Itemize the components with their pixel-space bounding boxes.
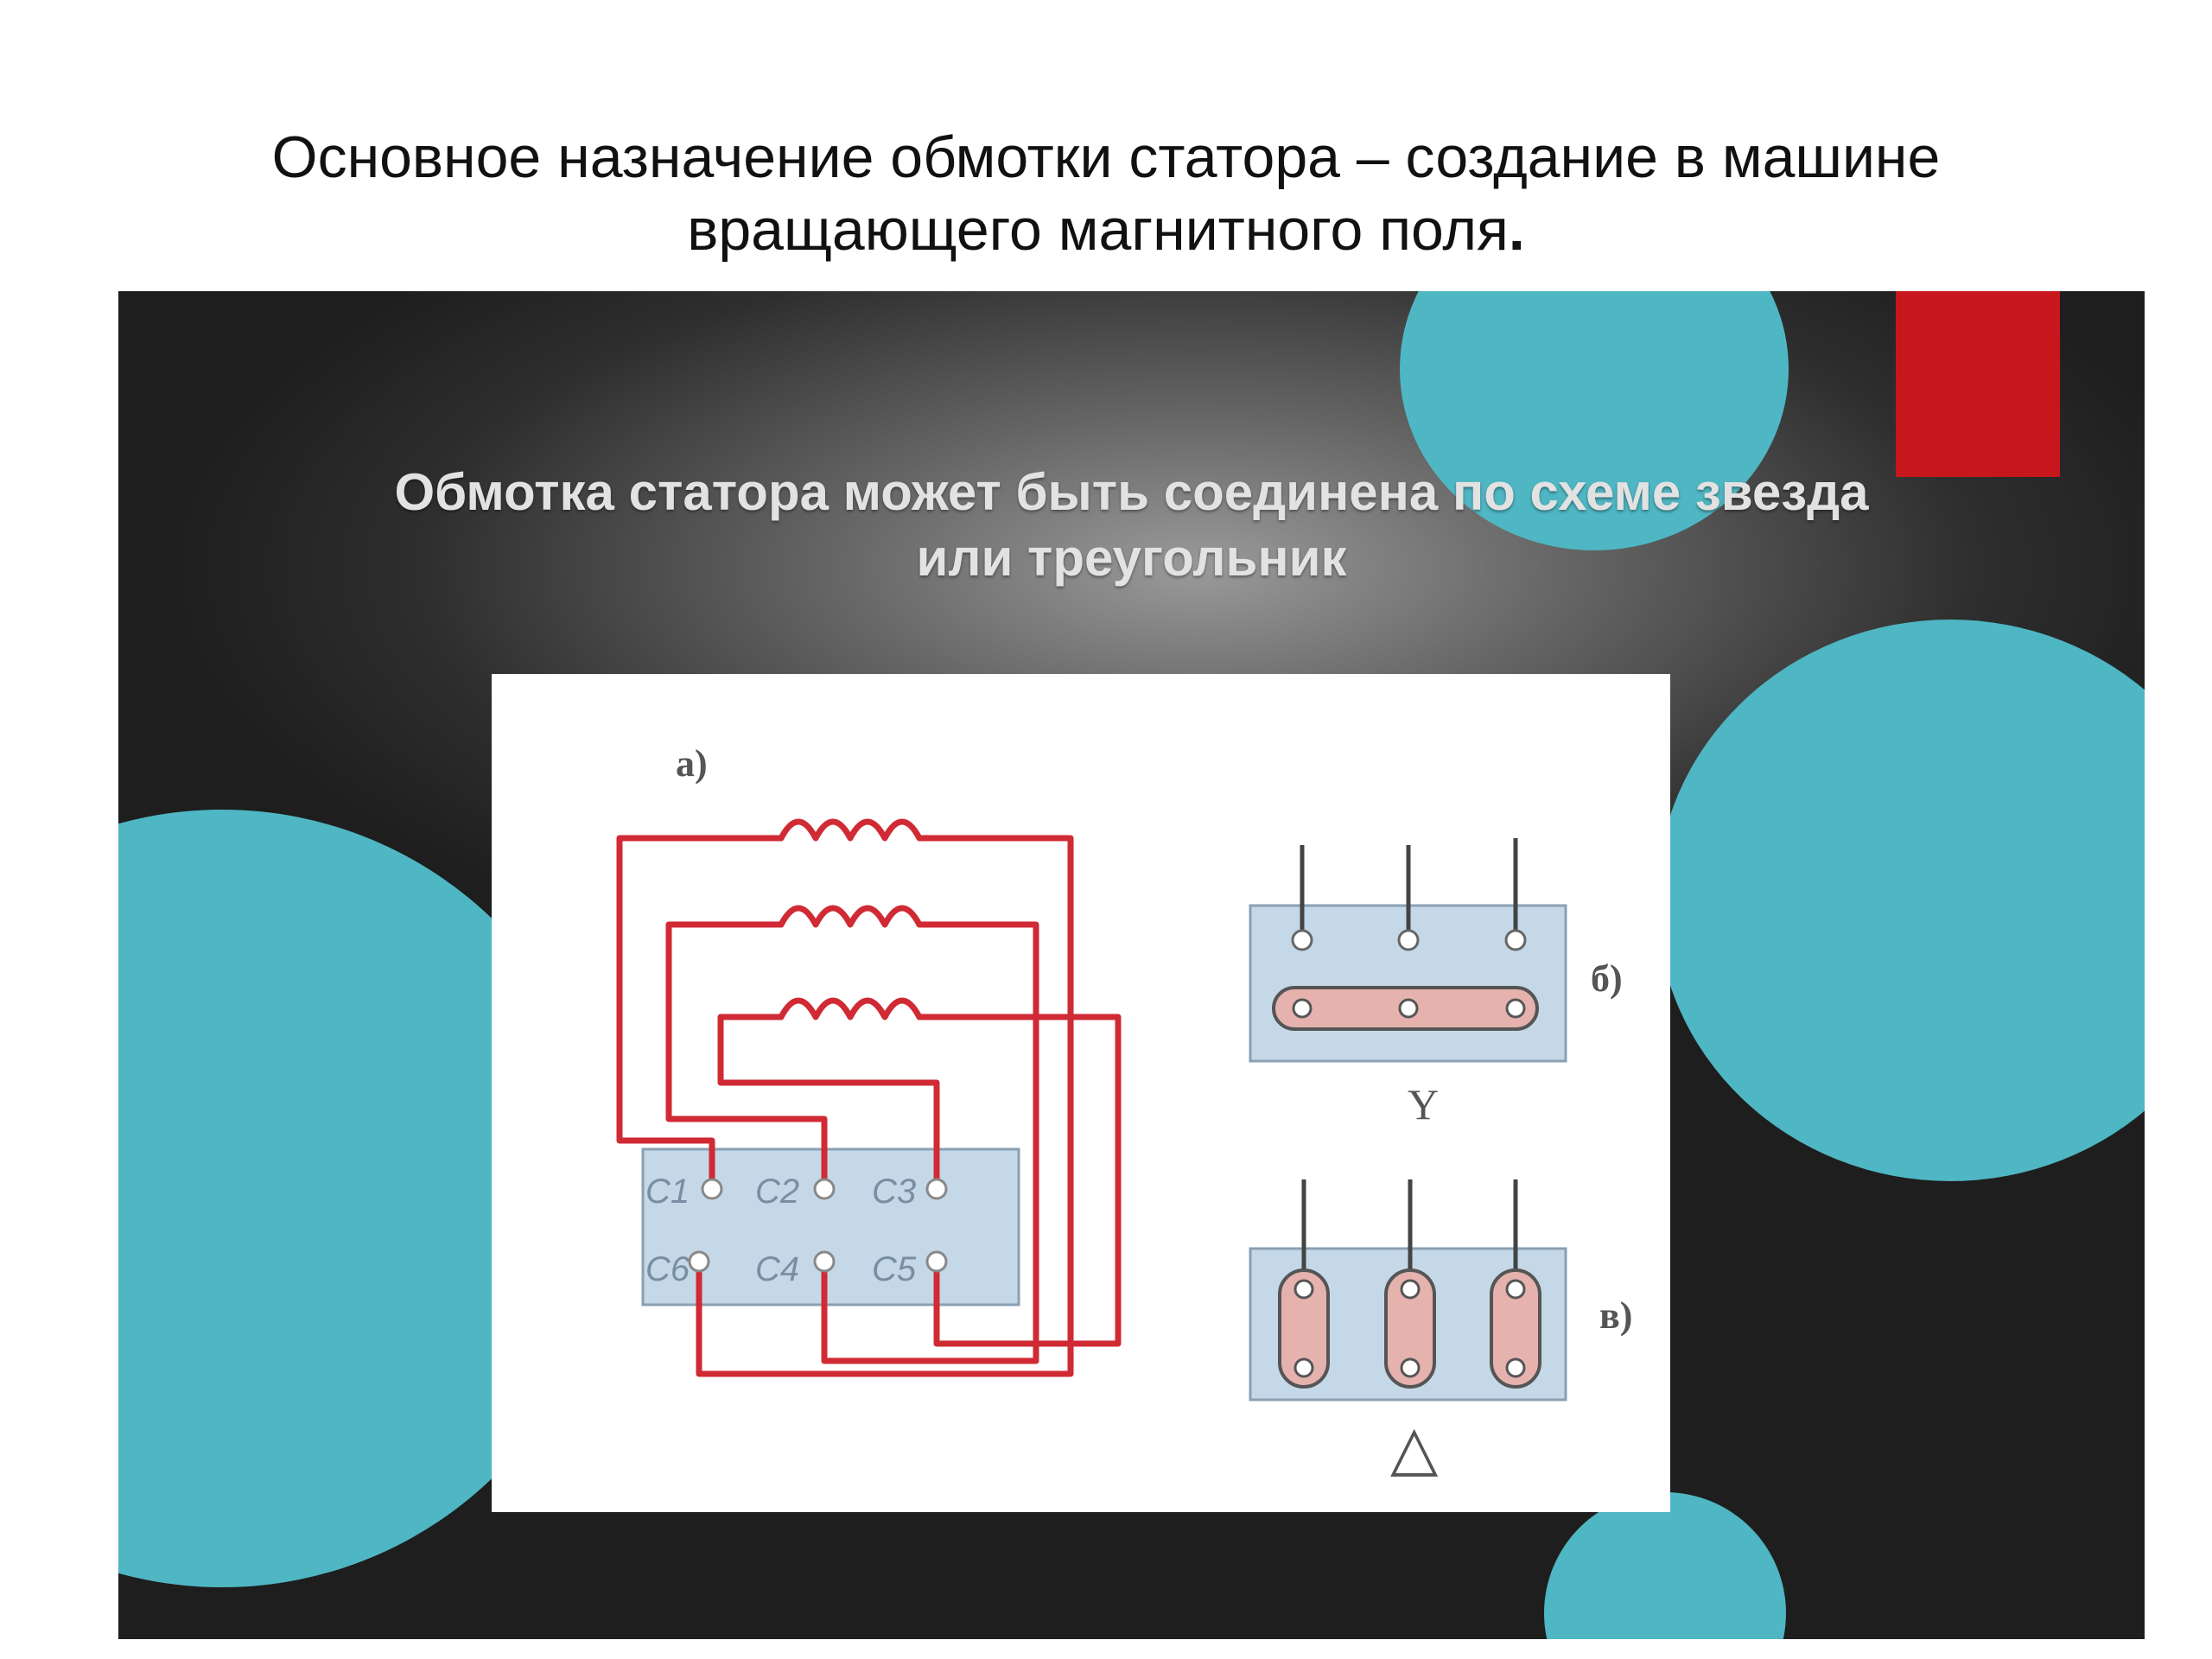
terminal-label-c2: С2 — [755, 1173, 799, 1211]
label-a: а) — [676, 742, 708, 785]
stator-windings — [616, 818, 1122, 1377]
slide-heading-line-1: Обмотка статора может быть соединена по … — [394, 463, 1869, 521]
slide-heading-line-2: или треугольник — [916, 529, 1347, 587]
star-connection-board — [1249, 838, 1567, 1063]
label-b: б) — [1591, 957, 1623, 1000]
terminal-label-c1: С1 — [645, 1173, 690, 1211]
embedded-slide: Обмотка статора может быть соединена по … — [118, 291, 2145, 1639]
delta-symbol: △ — [1390, 1414, 1439, 1483]
label-v: в) — [1599, 1294, 1632, 1337]
terminal-label-c5: С5 — [872, 1250, 917, 1288]
page-title-mark: . — [1508, 197, 1525, 263]
terminals-a — [688, 1178, 948, 1273]
page-title-line-2-text: вращающего магнитного поля — [687, 197, 1509, 263]
slide-heading: Обмотка статора может быть соединена по … — [118, 460, 2145, 591]
red-accent-bar — [1896, 291, 2060, 477]
page-title-line-2: вращающего магнитного поля. — [0, 194, 2212, 266]
delta-connection-board — [1249, 1179, 1567, 1402]
page-title: Основное назначение обмотки статора – со… — [0, 121, 2212, 266]
teal-circle-right — [1656, 620, 2145, 1181]
wiring-diagram-panel: а) б) в) Y △ С1 С2 С3 С6 С4 С5 — [492, 674, 1670, 1512]
wiring-diagram: а) б) в) Y △ С1 С2 С3 С6 С4 С5 — [616, 742, 1632, 1483]
terminal-label-c4: С4 — [755, 1250, 799, 1288]
star-symbol: Y — [1408, 1080, 1439, 1128]
page-title-line-1: Основное назначение обмотки статора – со… — [271, 124, 1941, 190]
teal-circle-bottom — [1544, 1492, 1786, 1639]
terminal-label-c6: С6 — [645, 1250, 690, 1288]
terminal-board-a — [641, 1147, 1020, 1306]
terminal-label-c3: С3 — [872, 1173, 916, 1211]
